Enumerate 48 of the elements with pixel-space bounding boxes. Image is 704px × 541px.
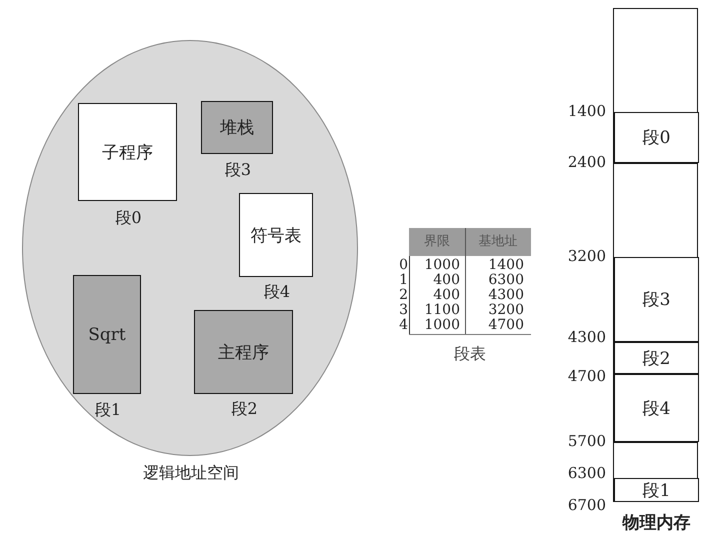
segment-label: 子程序 [101, 142, 154, 164]
memory-segment [614, 112, 699, 163]
address-label: 3200 [566, 247, 606, 265]
address-label: 5700 [566, 432, 606, 450]
segment-label: 堆栈 [219, 117, 255, 140]
row-index: 4 [398, 318, 408, 333]
table-header-cell-text: 界限 [423, 233, 451, 250]
table-cell-text: 400 [432, 288, 460, 303]
table-header-cell-text: 基地址 [478, 233, 518, 250]
memory-label: 物理内存 [621, 512, 692, 534]
table-cell-text: 1000 [423, 318, 460, 333]
table-cell-text: 1000 [423, 258, 460, 273]
memory-segment [614, 342, 699, 374]
address-label: 4300 [566, 328, 606, 346]
space-label: 逻辑地址空间 [142, 463, 240, 484]
address-label: 6700 [566, 496, 606, 514]
segment-label: 段1 [642, 480, 672, 501]
address-label: 2400 [566, 153, 606, 171]
address-label: 6300 [566, 464, 606, 482]
row-index: 2 [398, 288, 408, 303]
segment-caption: 段3 [224, 160, 252, 181]
segment-label: 段2 [642, 348, 672, 370]
table-cell-text: 4700 [487, 318, 524, 333]
row-index: 3 [398, 303, 408, 318]
row-index: 1 [398, 273, 408, 288]
table-cell-text: 6300 [487, 273, 524, 288]
memory-segment [614, 257, 699, 342]
segment-label: 段3 [642, 289, 672, 312]
table-caption: 段表 [453, 344, 487, 365]
segment-caption: 段4 [262, 282, 292, 303]
table-cell-text: 1400 [487, 258, 524, 273]
address-label: 1400 [566, 102, 606, 120]
table-cell-text: 400 [432, 273, 460, 288]
segment-caption: 段1 [94, 400, 122, 421]
memory-segment [614, 374, 699, 442]
segment-caption: 段2 [230, 399, 259, 420]
segment-label: 段4 [642, 398, 672, 420]
segment-label: 符号表 [250, 224, 302, 248]
segment-label: 段0 [642, 127, 672, 150]
table-cell-text: 1100 [423, 303, 460, 318]
row-index: 0 [398, 258, 408, 273]
segment-label: 主程序 [217, 342, 270, 364]
table-cell-text: 3200 [487, 303, 524, 318]
table-cell-text: 4300 [487, 288, 524, 303]
address-label: 4700 [566, 367, 606, 385]
segment-label: Sqrt [87, 324, 127, 346]
memory-segment [614, 478, 699, 502]
segment-caption: 段0 [114, 208, 143, 229]
